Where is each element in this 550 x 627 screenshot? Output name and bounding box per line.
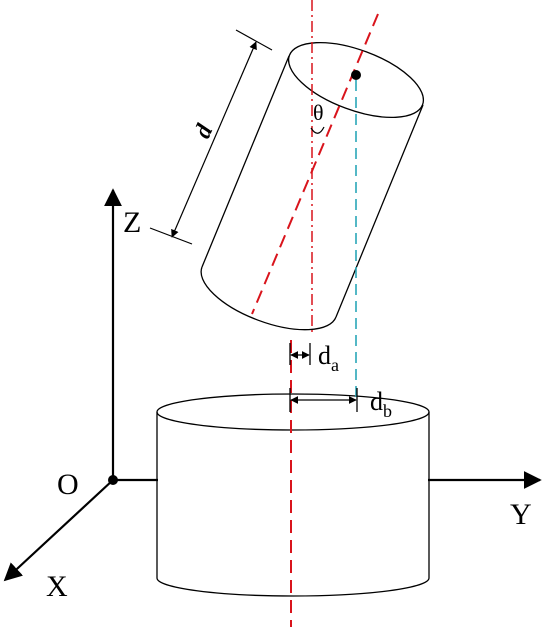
offset-a-label: da [318,341,339,375]
origin-label: O [57,468,79,501]
pivot-point [351,70,361,80]
offset-a-label-base: d [318,341,331,370]
offset-b-label: db [370,387,392,421]
y-axis-label: Y [510,498,532,531]
offset-b-label-base: d [370,387,383,416]
base-cylinder-bottom [156,577,430,597]
z-axis-label: Z [123,206,141,239]
offset-b-label-sub: b [383,401,392,421]
length-tick-top [235,29,273,51]
coordinate-axes [3,188,542,582]
length-label: d [190,120,219,142]
x-axis [3,479,114,582]
angle-arc [310,126,325,134]
tilted-cylinder-bottom [200,266,337,331]
offset-b-dimension [289,388,358,412]
offset-a-label-sub: a [331,355,339,375]
tilted-cylinder-top [287,41,425,119]
base-cylinder [156,393,430,597]
tilted-axis-line [251,13,379,315]
length-arrow [171,41,257,238]
x-axis-label: X [46,570,68,603]
origin-dot [108,475,118,485]
tilted-cylinder-left-side [201,55,290,268]
tilted-cylinder [200,41,425,331]
angle-label: θ [313,100,324,125]
length-tick-bottom [149,227,193,245]
tilted-cylinder-right-side [335,104,424,318]
length-dimension [149,29,273,245]
offset-a-dimension [289,343,311,365]
